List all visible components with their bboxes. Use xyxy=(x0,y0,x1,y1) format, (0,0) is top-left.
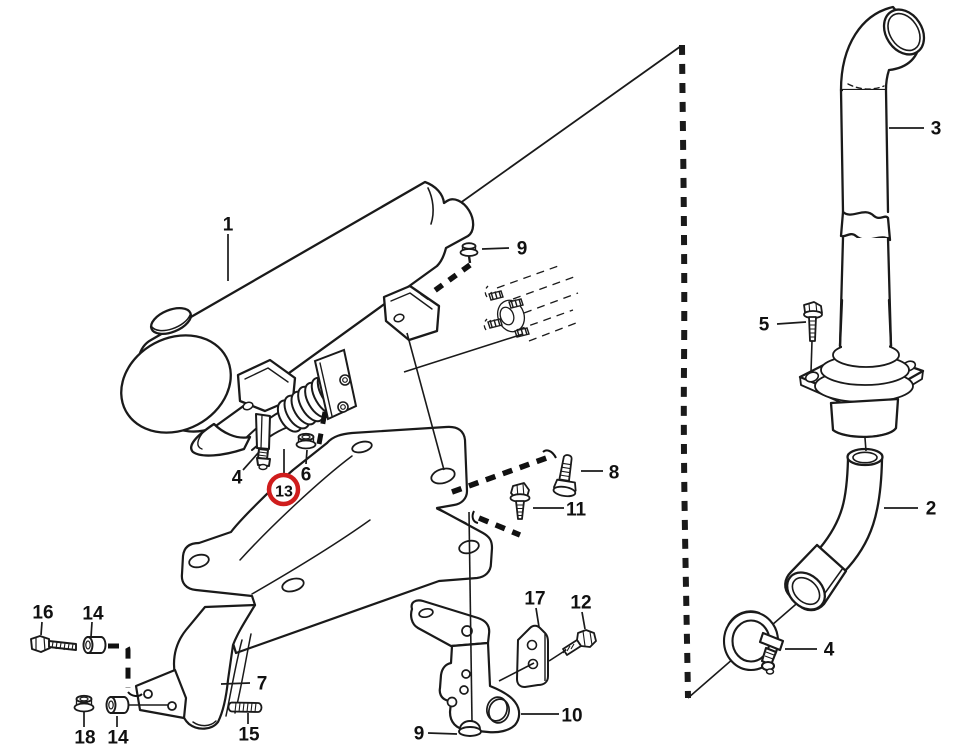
callout-16: 16 xyxy=(32,603,53,624)
flange-screw-12 xyxy=(562,629,597,656)
callout-leader-6 xyxy=(305,449,308,465)
callout-8: 8 xyxy=(609,463,620,484)
callout-10: 10 xyxy=(561,706,582,727)
exhaust-pipe-2 xyxy=(784,447,884,612)
muffler-top-port xyxy=(149,306,193,336)
callout-leader-7 xyxy=(220,682,251,685)
callout-leader-9 xyxy=(427,732,458,735)
hidden-bolt-dashed-lines xyxy=(108,262,557,698)
flange-nut-6 xyxy=(295,432,317,450)
callout-2: 2 xyxy=(926,499,937,520)
projection-lines-back xyxy=(455,44,811,699)
stack-lower-sleeve xyxy=(829,397,900,439)
callout-5: 5 xyxy=(759,315,770,336)
callout-leader-17 xyxy=(535,607,540,628)
highlight-circle-13 xyxy=(266,472,301,507)
bracket-7-hole xyxy=(281,577,305,593)
callout-13: 13 xyxy=(275,484,293,501)
bracket-7-foot-hole xyxy=(143,689,153,699)
muffler-mount-tab xyxy=(382,284,441,342)
callout-leader-12 xyxy=(581,611,586,630)
stack-pipe-break xyxy=(839,210,892,242)
bracket-7-foot-hole xyxy=(167,701,177,711)
flange-bolt-16 xyxy=(30,635,77,653)
callout-15: 15 xyxy=(238,725,260,746)
callout-9: 9 xyxy=(517,239,528,260)
clamp-4-right xyxy=(722,610,785,675)
callout-leader-9 xyxy=(481,247,510,250)
callout-leader-16 xyxy=(40,621,43,636)
bracket-7-hole xyxy=(430,467,456,485)
callout-7: 7 xyxy=(257,674,268,695)
support-bracket-7 xyxy=(134,425,494,730)
flange-screw-5 xyxy=(803,301,823,342)
spacer-bushing-14-bottom xyxy=(105,696,130,714)
callout-14: 14 xyxy=(82,604,104,625)
flex-bellows-13 xyxy=(246,348,358,451)
bracket-7-leg xyxy=(172,603,257,730)
fold-separator-dashed-line xyxy=(679,44,691,699)
callout-leader-5 xyxy=(776,321,807,325)
bellows-flange xyxy=(313,348,358,421)
exhaust-stack-3 xyxy=(798,5,926,439)
clamp-4-left xyxy=(255,413,271,471)
muffler-inlet-elbow xyxy=(190,422,252,457)
locknut-9-bottom xyxy=(458,720,482,737)
callout-4: 4 xyxy=(232,468,243,489)
projection-lines-front xyxy=(403,332,867,723)
callout-12: 12 xyxy=(570,593,591,614)
flange-screw-8 xyxy=(552,454,577,498)
callout-leader-14 xyxy=(90,621,93,638)
bracket-10 xyxy=(410,599,521,734)
stud-screw-15 xyxy=(227,701,263,713)
bracket-7-slot xyxy=(351,440,373,454)
callout-leader-4 xyxy=(242,451,260,471)
flange-screw-11 xyxy=(509,482,531,520)
callout-1: 1 xyxy=(223,215,234,236)
callout-18: 18 xyxy=(74,728,95,749)
flange-nut-18 xyxy=(73,694,95,713)
callout-4: 4 xyxy=(824,640,835,661)
muffler-end-cap xyxy=(120,334,232,434)
callout-3: 3 xyxy=(931,119,942,140)
callout-17: 17 xyxy=(524,589,545,610)
phantom-projection-lines xyxy=(496,264,579,342)
muffler-1 xyxy=(120,180,475,457)
bracket-7-hole xyxy=(188,553,210,569)
phantom-flange-studs xyxy=(483,264,579,342)
callout-6: 6 xyxy=(301,465,312,486)
plate-17 xyxy=(516,624,549,688)
callout-9: 9 xyxy=(414,724,425,745)
callout-14: 14 xyxy=(107,728,129,749)
flange-nut-9-top xyxy=(459,242,479,264)
spacer-bushing-14-top xyxy=(82,636,107,654)
callout-11: 11 xyxy=(566,500,587,521)
